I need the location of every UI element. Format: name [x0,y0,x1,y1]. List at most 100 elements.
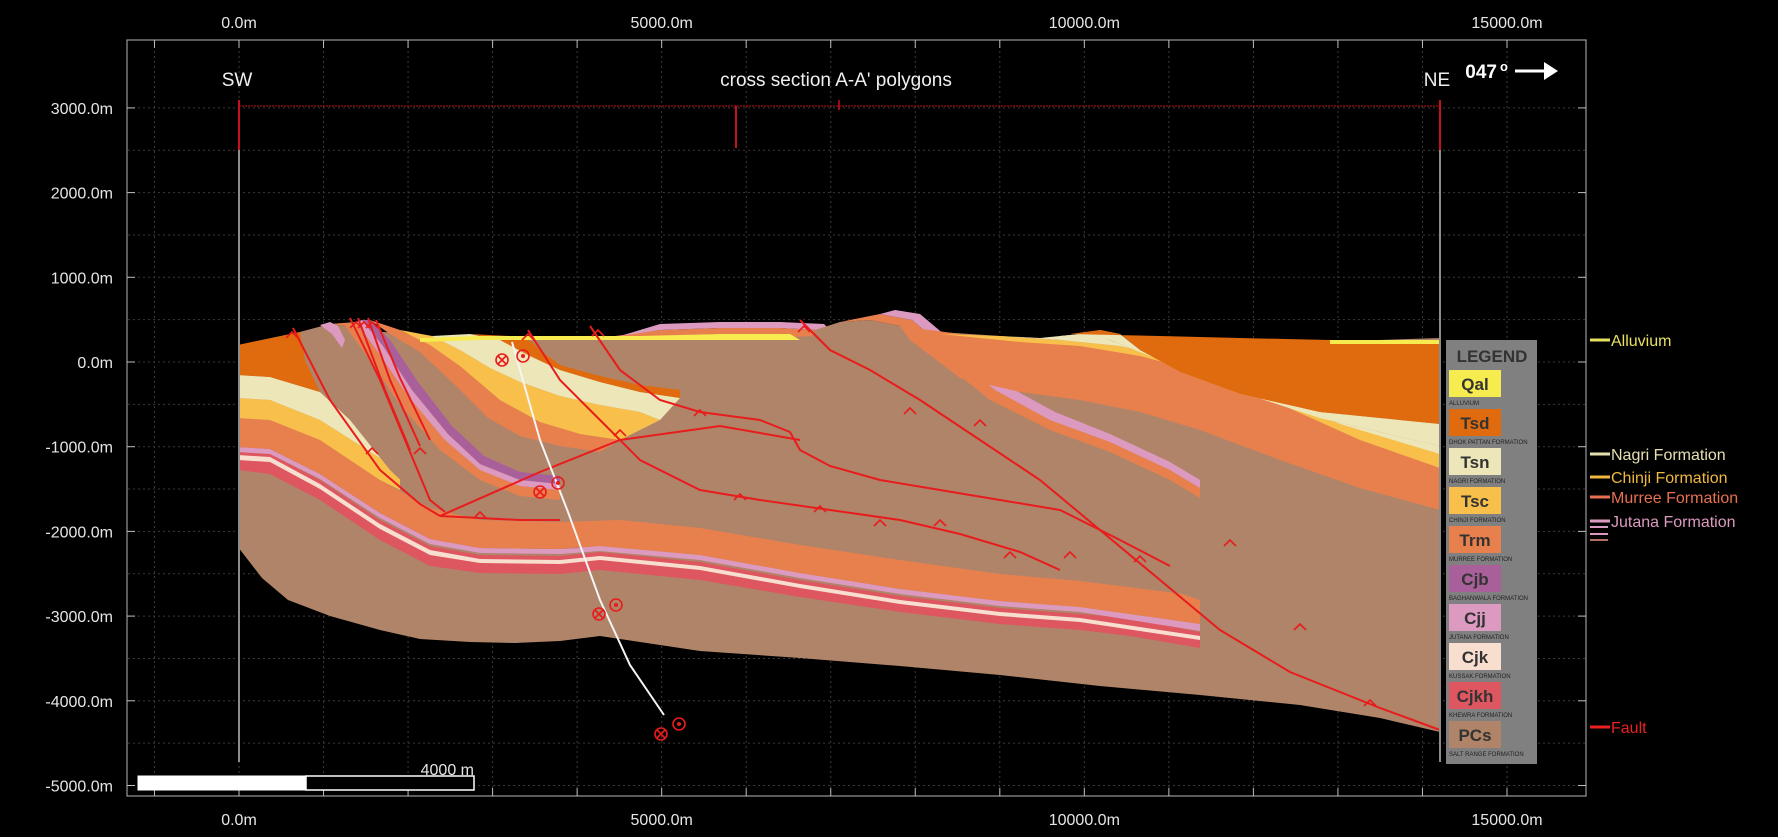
far-right-murree [900,326,1440,510]
section-title: cross section A-A' polygons [720,70,952,91]
side-label: Chinji Formation [1590,470,1727,487]
jutana-band [238,447,1200,631]
y-tick-label: 0.0m [77,355,113,372]
geology-section [238,310,1440,732]
rotation-away-icon [654,727,668,741]
legend-code: Tsn [1461,453,1490,472]
endpoint-left-label: SW [222,70,253,91]
legend-description: CHINJI FORMATION [1449,518,1506,524]
fault-slip-arrow-icon [365,320,379,329]
legend-code: Cjkh [1457,687,1494,706]
y-tick-label: -1000.0m [45,440,113,457]
scale-bar: 4000 m [137,762,475,791]
legend-description: KUSSAK FORMATION [1449,674,1511,680]
side-label-text: Nagri Formation [1611,447,1726,464]
x-tick-label-top: 0.0m [221,15,257,32]
x-tick-label-bottom: 0.0m [221,812,257,829]
side-label-text: Jutana Formation [1611,514,1736,531]
legend-code: Cjb [1461,570,1488,589]
azimuth-indicator: 047 o [1465,59,1558,83]
legend-code: Cjj [1464,609,1486,628]
rotation-away-icon [592,607,606,621]
y-tick-label: 2000.0m [51,186,113,203]
azimuth-arrowhead-icon [1544,62,1558,80]
far-right-dhok-pattan [1070,330,1440,424]
legend-swatch [1449,604,1501,631]
chinji-band [238,398,400,490]
x-tick-label-bottom: 10000.0m [1049,812,1120,829]
fault-slip-arrow-icon [1133,554,1147,563]
side-label: Jutana Formation [1590,514,1736,531]
legend-description: JUTANA FORMATION [1449,635,1509,641]
x-tick-label-bottom: 15000.0m [1471,812,1542,829]
endpoint-right-label: NE [1424,70,1450,91]
y-axis: 3000.0m2000.0m1000.0m0.0m-1000.0m-2000.0… [45,101,113,796]
side-label-text: Alluvium [1611,333,1671,350]
khewra-band [238,452,1200,648]
side-label: Murree Formation [1590,490,1738,507]
x-tick-label-top: 10000.0m [1049,15,1120,32]
y-tick-label: -2000.0m [45,524,113,541]
fault-line [439,424,801,517]
rotation-toward-icon [609,598,623,612]
rotation-toward-icon [516,349,530,363]
legend-code: PCs [1458,726,1491,745]
legend-swatch [1449,682,1501,709]
fault-slip-arrow-icon [365,446,379,455]
far-right-nagri-upper [1060,330,1440,446]
rotation-away-icon [495,353,509,367]
azimuth-unit: o [1500,59,1508,74]
white-fault [511,341,665,716]
left-thrust-sheet [300,324,560,520]
rotation-toward-icon [551,476,565,490]
y-tick-label: 3000.0m [51,101,113,118]
legend-code: Tsc [1461,492,1489,511]
fault-slip-arrow-icon [973,418,987,427]
y-tick-label: -5000.0m [45,779,113,796]
rotation-markers [495,349,686,741]
legend-description: ALLUVIUM [1449,401,1479,407]
fault-line [375,319,431,441]
legend-description: BAGHANWALA FORMATION [1449,596,1528,602]
mid-murree [370,320,620,452]
fault-slip-arrow-icon [473,510,487,519]
fault-slip-arrow-icon [873,518,887,527]
fault-slip-arrow-icon [1063,550,1077,559]
azimuth-value: 047 [1465,62,1497,83]
nagri-band [238,375,400,470]
legend-code: Qal [1461,375,1488,394]
fault-slip-arrow-icon [1003,550,1017,559]
x-tick-label-top: 5000.0m [631,15,693,32]
murree-band [238,418,1200,624]
fault-line [292,327,441,517]
legend-swatch [1449,721,1501,748]
rotation-toward-icon [672,717,686,731]
legend-code: Tsd [1461,414,1490,433]
x-tick-label-bottom: 5000.0m [631,812,693,829]
legend-swatch [1449,565,1501,592]
legend-swatch [1449,409,1501,436]
fault-slip-arrow-icon [613,428,627,437]
faults [285,317,1441,731]
fault-slip-arrow-icon [521,332,535,341]
x-axis-bottom: 0.0m 5000.0m 10000.0m 15000.0m [221,812,1542,829]
legend-code: Cjk [1462,648,1489,667]
right-sheet-body [790,320,1200,600]
section-line [238,100,1441,762]
legend-swatch [1449,526,1501,553]
side-label-text: Chinji Formation [1611,470,1727,487]
fault-line [349,317,446,513]
